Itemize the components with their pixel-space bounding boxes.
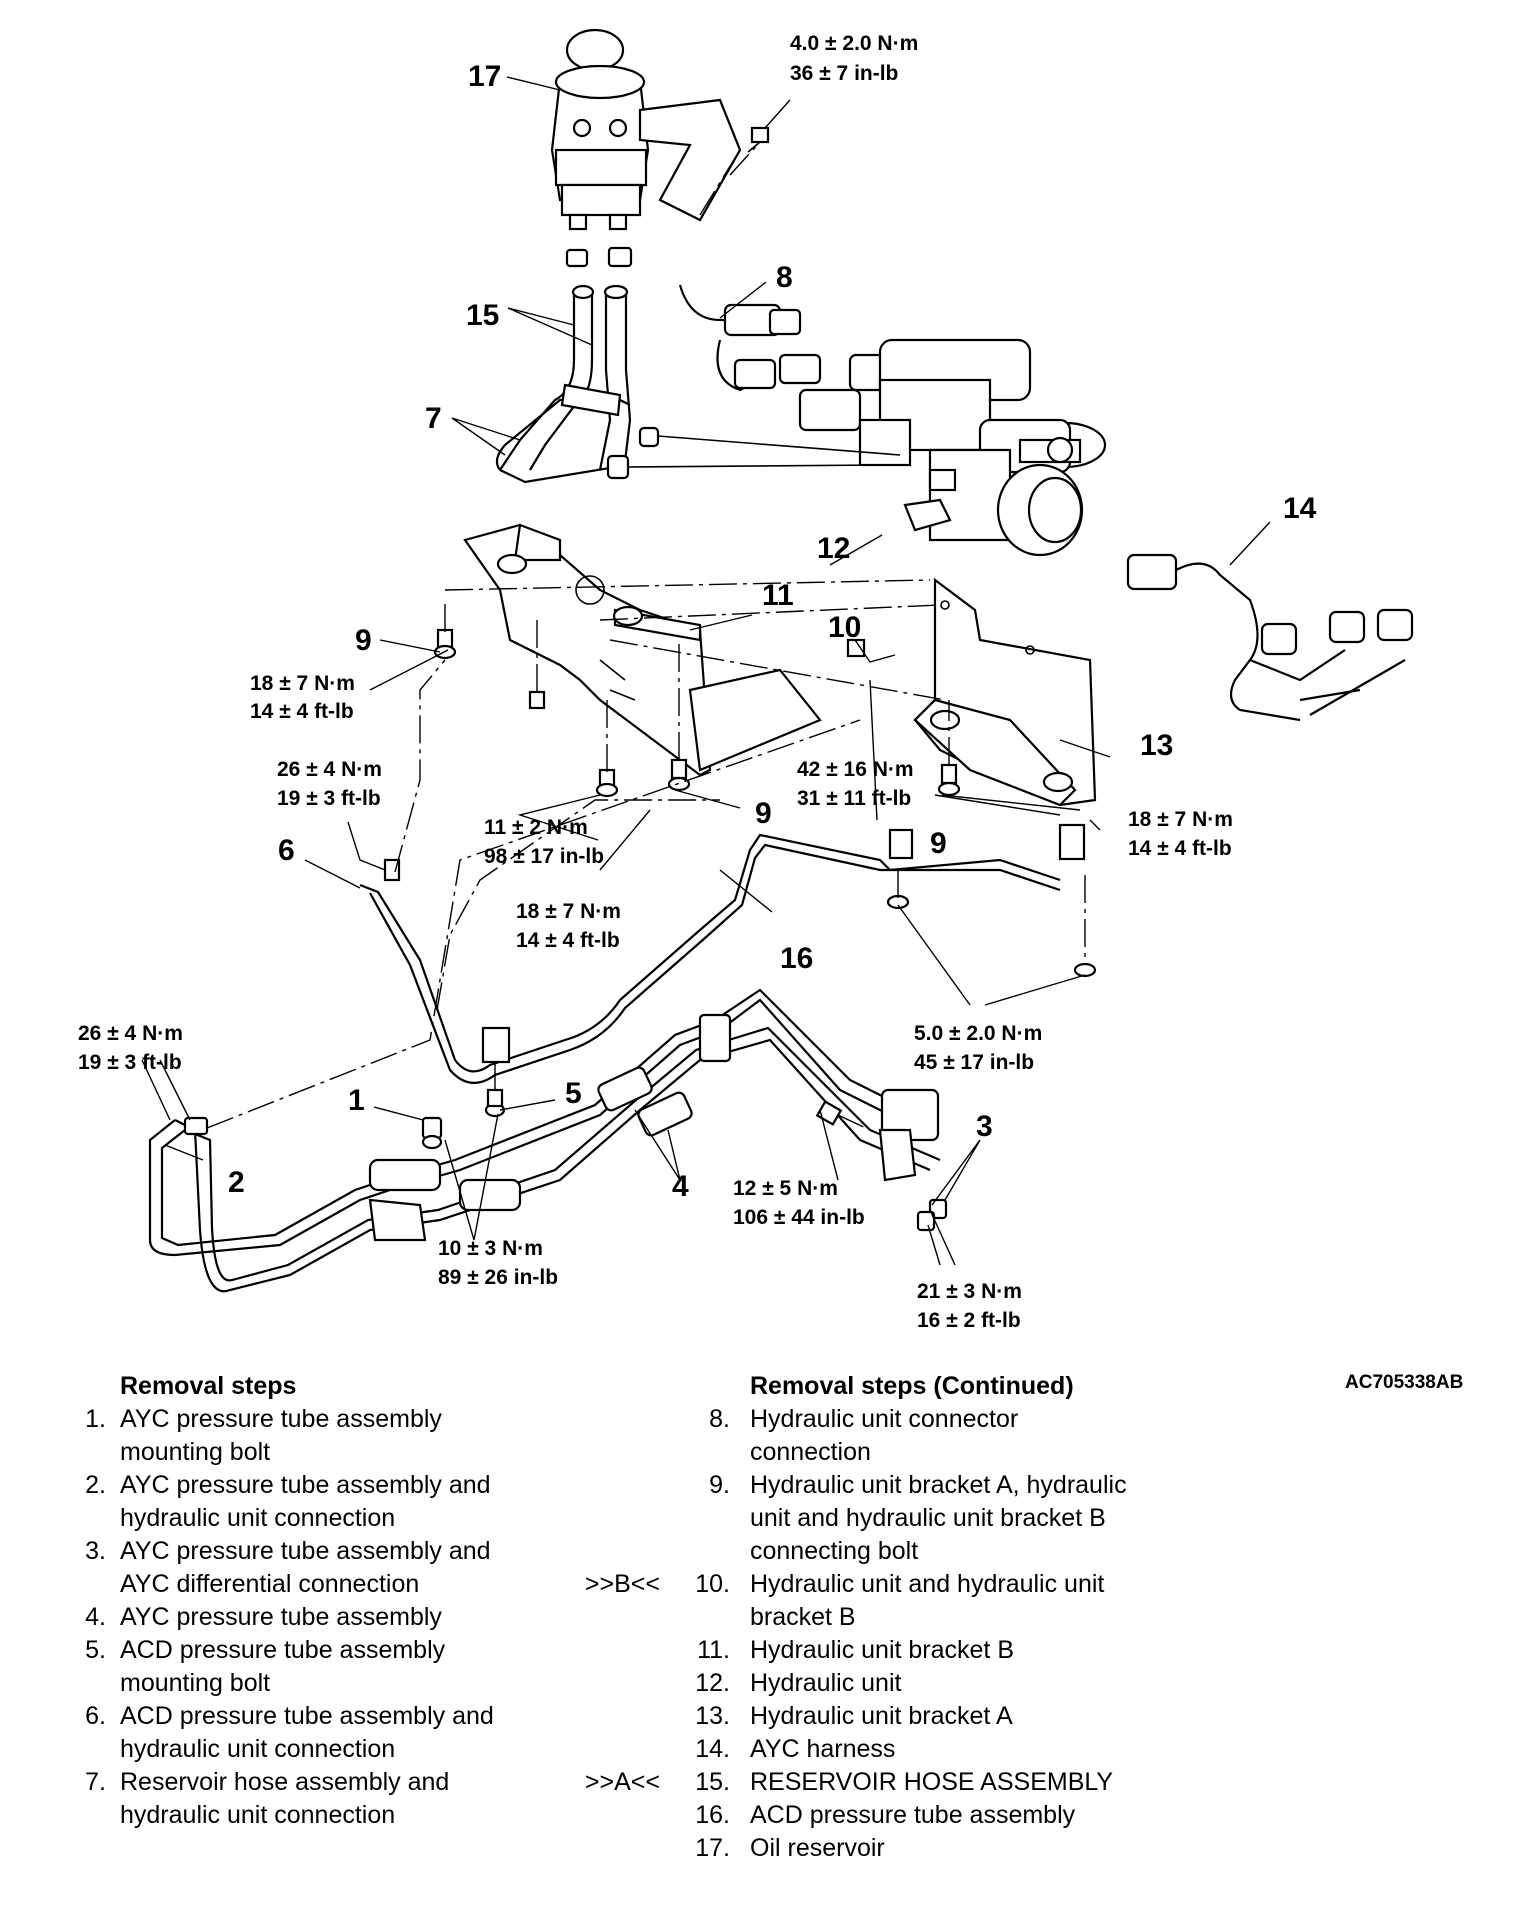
acd-pressure-tube bbox=[359, 823, 1086, 1084]
callout-15: 15 bbox=[466, 299, 499, 332]
torque-16-inlb: 45 ± 17 in-lb bbox=[914, 1051, 1034, 1074]
torque-2-ftlb: 19 ± 3 ft-lb bbox=[78, 1051, 182, 1074]
ayc-pressure-tube bbox=[148, 988, 941, 1293]
callout-16: 16 bbox=[780, 942, 813, 975]
torque-9-right-nm: 18 ± 7 N·m bbox=[1128, 808, 1233, 831]
callout-numbers: 17 8 15 7 14 12 11 10 9 13 9 9 6 16 1 5 … bbox=[228, 60, 1317, 1203]
torque-10-ftlb: 31 ± 11 ft-lb bbox=[797, 787, 911, 810]
hose-clamps bbox=[565, 246, 633, 268]
callout-9-middle: 9 bbox=[755, 797, 772, 830]
torque-reservoir-inlb: 36 ± 7 in-lb bbox=[790, 62, 898, 85]
callout-12: 12 bbox=[817, 532, 850, 565]
removal-steps-list: Removal steps 1.AYC pressure tube assemb… bbox=[50, 1370, 610, 1832]
removal-steps-heading: Removal steps bbox=[120, 1372, 297, 1400]
removal-steps-continued-list: Removal steps (Continued) 8.Hydraulic un… bbox=[585, 1370, 1300, 1865]
callout-4: 4 bbox=[672, 1170, 689, 1203]
removal-step: 13.Hydraulic unit bracket A bbox=[695, 1702, 1013, 1730]
callout-9-right: 9 bbox=[930, 827, 947, 860]
oil-reservoir bbox=[550, 28, 742, 231]
torque-6-nm: 26 ± 4 N·m bbox=[277, 758, 382, 781]
removal-step: 16.ACD pressure tube assembly bbox=[695, 1801, 1076, 1829]
torque-9-middle-ftlb: 14 ± 4 ft-lb bbox=[516, 929, 620, 952]
callout-7: 7 bbox=[425, 402, 442, 435]
ayc-tube-fittings bbox=[183, 1100, 948, 1232]
removal-steps-continued-heading: Removal steps (Continued) bbox=[750, 1372, 1074, 1400]
torque-1-5-inlb: 89 ± 26 in-lb bbox=[438, 1266, 558, 1289]
callout-13: 13 bbox=[1140, 729, 1173, 762]
torque-3-nm: 21 ± 3 N·m bbox=[917, 1280, 1022, 1303]
callout-14: 14 bbox=[1283, 492, 1317, 525]
hydraulic-unit-connector bbox=[678, 284, 822, 392]
step-reference-a: >>A<< bbox=[584, 1768, 660, 1796]
torque-9-right-ftlb: 14 ± 4 ft-lb bbox=[1128, 837, 1232, 860]
reservoir-bolt bbox=[747, 126, 770, 153]
removal-step: 11.Hydraulic unit bracket B bbox=[697, 1636, 1015, 1664]
removal-step: >>A<<15.RESERVOIR HOSE ASSEMBLY bbox=[585, 1766, 1300, 1799]
torque-16-nm: 5.0 ± 2.0 N·m bbox=[914, 1022, 1042, 1045]
callout-1: 1 bbox=[348, 1084, 365, 1117]
figure-code: AC705338AB bbox=[1345, 1372, 1464, 1393]
torque-9-left-ftlb: 14 ± 4 ft-lb bbox=[250, 700, 354, 723]
removal-step: >>B<<10.Hydraulic unit and hydraulic uni… bbox=[585, 1568, 1300, 1634]
torque-10-nm: 42 ± 16 N·m bbox=[797, 758, 914, 781]
leader-lines bbox=[141, 76, 1271, 1266]
callout-3: 3 bbox=[976, 1110, 993, 1143]
torque-9-middle-nm: 18 ± 7 N·m bbox=[516, 900, 621, 923]
torque-9-left-nm: 18 ± 7 N·m bbox=[250, 672, 355, 695]
torque-3-bolt-nm: 12 ± 5 N·m bbox=[733, 1177, 838, 1200]
callout-10: 10 bbox=[828, 611, 861, 644]
callout-11: 11 bbox=[762, 579, 794, 612]
hydraulic-unit-fittings bbox=[606, 426, 901, 480]
bracket-bolts bbox=[433, 628, 961, 798]
hydraulic-unit-bracket-b bbox=[463, 523, 822, 777]
removal-step: 14.AYC harness bbox=[695, 1735, 896, 1763]
removal-step: 17.Oil reservoir bbox=[695, 1834, 885, 1862]
torque-6-ftlb: 19 ± 3 ft-lb bbox=[277, 787, 381, 810]
callout-9-left: 9 bbox=[355, 624, 372, 657]
callout-8: 8 bbox=[776, 261, 793, 294]
torque-specs: 4.0 ± 2.0 N·m 36 ± 7 in-lb 18 ± 7 N·m 14… bbox=[78, 32, 1233, 1332]
torque-1-5-nm: 10 ± 3 N·m bbox=[438, 1237, 543, 1260]
hydraulic-unit-bracket-a bbox=[913, 577, 1097, 807]
torque-reservoir-nm: 4.0 ± 2.0 N·m bbox=[790, 32, 918, 55]
removal-steps-section: Removal steps 1.AYC pressure tube assemb… bbox=[0, 1370, 1536, 1890]
callout-5: 5 bbox=[565, 1077, 582, 1110]
exploded-diagram: 17 8 15 7 14 12 11 10 9 13 9 9 6 16 1 5 … bbox=[78, 28, 1414, 1332]
callout-17: 17 bbox=[468, 60, 501, 93]
torque-11-inlb: 98 ± 17 in-lb bbox=[484, 845, 604, 868]
torque-3-ftlb: 16 ± 2 ft-lb bbox=[917, 1309, 1021, 1332]
ayc-harness bbox=[1126, 553, 1414, 722]
step-reference-b: >>B<< bbox=[584, 1570, 660, 1598]
callout-6: 6 bbox=[278, 834, 295, 867]
removal-step: 4.AYC pressure tube assembly bbox=[85, 1603, 442, 1631]
hydraulic-unit bbox=[798, 338, 1107, 557]
callout-2: 2 bbox=[228, 1166, 245, 1199]
removal-step: 12.Hydraulic unit bbox=[695, 1669, 902, 1697]
torque-3-bolt-inlb: 106 ± 44 in-lb bbox=[733, 1206, 865, 1229]
torque-2-nm: 26 ± 4 N·m bbox=[78, 1022, 183, 1045]
torque-11-nm: 11 ± 2 N·m bbox=[484, 816, 588, 839]
